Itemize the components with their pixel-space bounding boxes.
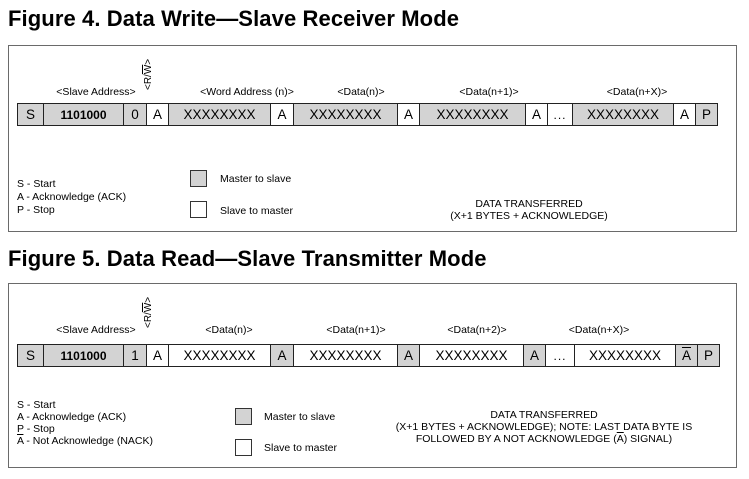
cell-nack: A xyxy=(676,345,698,366)
cell-start: S xyxy=(18,104,44,125)
cell-ack: A xyxy=(674,104,696,125)
figure-5-title: Figure 5. Data Read—Slave Transmitter Mo… xyxy=(8,246,487,271)
cell-data: XXXXXXXX xyxy=(420,345,524,366)
master-to-slave-label: Master to slave xyxy=(220,173,292,185)
data-transferred-note: DATA TRANSFERRED (X+1 BYTES + ACKNOWLEDG… xyxy=(364,409,724,445)
rw-label: <R/W> xyxy=(143,296,154,328)
figure-4-panel: <R/W> <Slave Address> <Word Address (n)>… xyxy=(8,45,737,232)
legend-start: S - Start xyxy=(17,178,56,190)
cell-slave-address: 1101000 xyxy=(44,345,124,366)
transferred-line: FOLLOWED BY A NOT ACKNOWLEDGE (A) SIGNAL… xyxy=(415,433,673,445)
cell-rw-bit: 1 xyxy=(124,345,147,366)
transferred-line: (X+1 BYTES + ACKNOWLEDGE); NOTE: LAST DA… xyxy=(395,421,693,433)
write-transfer-row: S 1101000 0 A XXXXXXXX A XXXXXXXX A XXXX… xyxy=(17,103,718,126)
cell-word-address: XXXXXXXX xyxy=(169,104,271,125)
cell-stop: P xyxy=(698,345,720,366)
cell-ack: A xyxy=(147,345,169,366)
label-word-address: <Word Address (n)> xyxy=(200,86,294,98)
cell-ack: A xyxy=(526,104,548,125)
cell-data: XXXXXXXX xyxy=(169,345,271,366)
label-slave-address: <Slave Address> xyxy=(56,324,136,336)
transferred-line: DATA TRANSFERRED xyxy=(490,409,598,421)
label-data-n2: <Data(n+2)> xyxy=(447,324,507,336)
figure-5-panel: <R/W> <Slave Address> <Data(n)> <Data(n+… xyxy=(8,283,737,468)
cell-ack: A xyxy=(271,345,294,366)
transferred-line: (X+1 BYTES + ACKNOWLEDGE) xyxy=(450,210,608,222)
transferred-line: DATA TRANSFERRED xyxy=(475,198,583,210)
figure-4-title: Figure 4. Data Write—Slave Receiver Mode xyxy=(8,6,460,31)
cell-ellipsis: ... xyxy=(546,345,574,366)
cell-rw-bit: 0 xyxy=(124,104,147,125)
legend-ack: A - Acknowledge (ACK) xyxy=(17,191,127,203)
cell-start: S xyxy=(18,345,44,366)
cell-data: XXXXXXXX xyxy=(294,104,398,125)
cell-data: XXXXXXXX xyxy=(574,345,676,366)
slave-to-master-swatch xyxy=(235,439,252,456)
data-transferred-note: DATA TRANSFERRED (X+1 BYTES + ACKNOWLEDG… xyxy=(394,198,664,222)
legend-start: S - Start xyxy=(17,399,56,411)
cell-slave-address: 1101000 xyxy=(44,104,124,125)
cell-stop: P xyxy=(696,104,718,125)
cell-data: XXXXXXXX xyxy=(572,104,674,125)
rw-label: <R/W> xyxy=(143,58,154,90)
label-data-nx: <Data(n+X)> xyxy=(568,324,630,336)
slave-to-master-label: Slave to master xyxy=(220,205,293,217)
legend-stop: P - Stop xyxy=(17,204,55,216)
legend-nack: A - Not Acknowledge (NACK) xyxy=(17,435,153,447)
cell-ellipsis: ... xyxy=(548,104,572,125)
label-data-n: <Data(n)> xyxy=(337,86,385,98)
legend-ack: A - Acknowledge (ACK) xyxy=(17,411,127,423)
master-to-slave-swatch xyxy=(190,170,207,187)
cell-ack: A xyxy=(398,345,420,366)
cell-ack: A xyxy=(271,104,294,125)
master-to-slave-label: Master to slave xyxy=(264,411,336,423)
cell-ack: A xyxy=(147,104,169,125)
cell-data: XXXXXXXX xyxy=(420,104,526,125)
legend-stop: P - Stop xyxy=(17,423,55,435)
read-transfer-row: S 1101000 1 A XXXXXXXX A XXXXXXXX A XXXX… xyxy=(17,344,720,367)
slave-to-master-label: Slave to master xyxy=(264,442,337,454)
cell-ack: A xyxy=(524,345,546,366)
label-data-n1: <Data(n+1)> xyxy=(459,86,519,98)
label-data-n1: <Data(n+1)> xyxy=(326,324,386,336)
label-slave-address: <Slave Address> xyxy=(56,86,136,98)
label-data-nx: <Data(n+X)> xyxy=(606,86,668,98)
slave-to-master-swatch xyxy=(190,201,207,218)
cell-data: XXXXXXXX xyxy=(294,345,398,366)
cell-ack: A xyxy=(398,104,420,125)
label-data-n: <Data(n)> xyxy=(205,324,253,336)
master-to-slave-swatch xyxy=(235,408,252,425)
